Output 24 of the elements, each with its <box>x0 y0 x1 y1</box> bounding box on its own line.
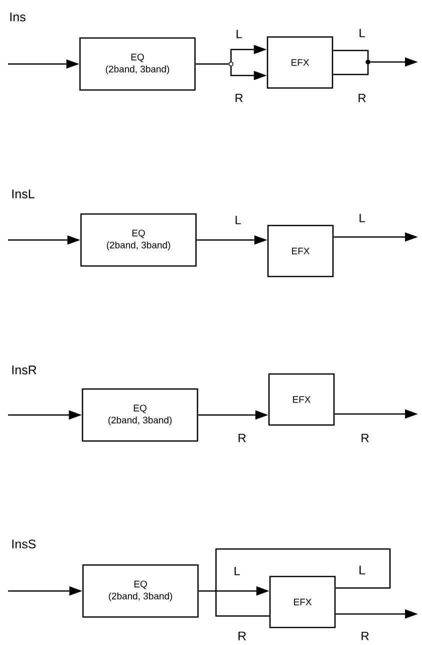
section-title: InsL <box>12 190 34 198</box>
eq-box: EQ (2band, 3band) <box>80 213 197 267</box>
section-title: InsR <box>12 366 36 374</box>
edge-label: L <box>358 212 366 224</box>
edge-label: R <box>360 630 370 642</box>
eq-box: EQ (2band, 3band) <box>79 37 196 91</box>
edge-label: L <box>358 28 366 38</box>
edge-label: L <box>234 214 242 226</box>
effect-box: EFX <box>267 224 334 278</box>
section-title: InsS <box>12 540 36 548</box>
edge-label: L <box>234 28 244 40</box>
channel-label: L <box>360 566 366 574</box>
channel-label: R <box>238 632 246 640</box>
eq-box: EQ (2band, 3band) <box>82 388 198 442</box>
edge-label: R <box>356 92 368 104</box>
edge-label: R <box>234 92 244 104</box>
effect-box: EFX <box>266 36 334 89</box>
effect-box: EFX <box>268 373 335 426</box>
effect-box: EFX <box>269 576 336 628</box>
edge-label: R <box>236 432 248 444</box>
edge-label: R <box>360 432 370 444</box>
eq-box: EQ (2band, 3band) <box>82 564 199 618</box>
edge-label: L <box>232 566 242 576</box>
section-title: Ins <box>10 12 26 22</box>
